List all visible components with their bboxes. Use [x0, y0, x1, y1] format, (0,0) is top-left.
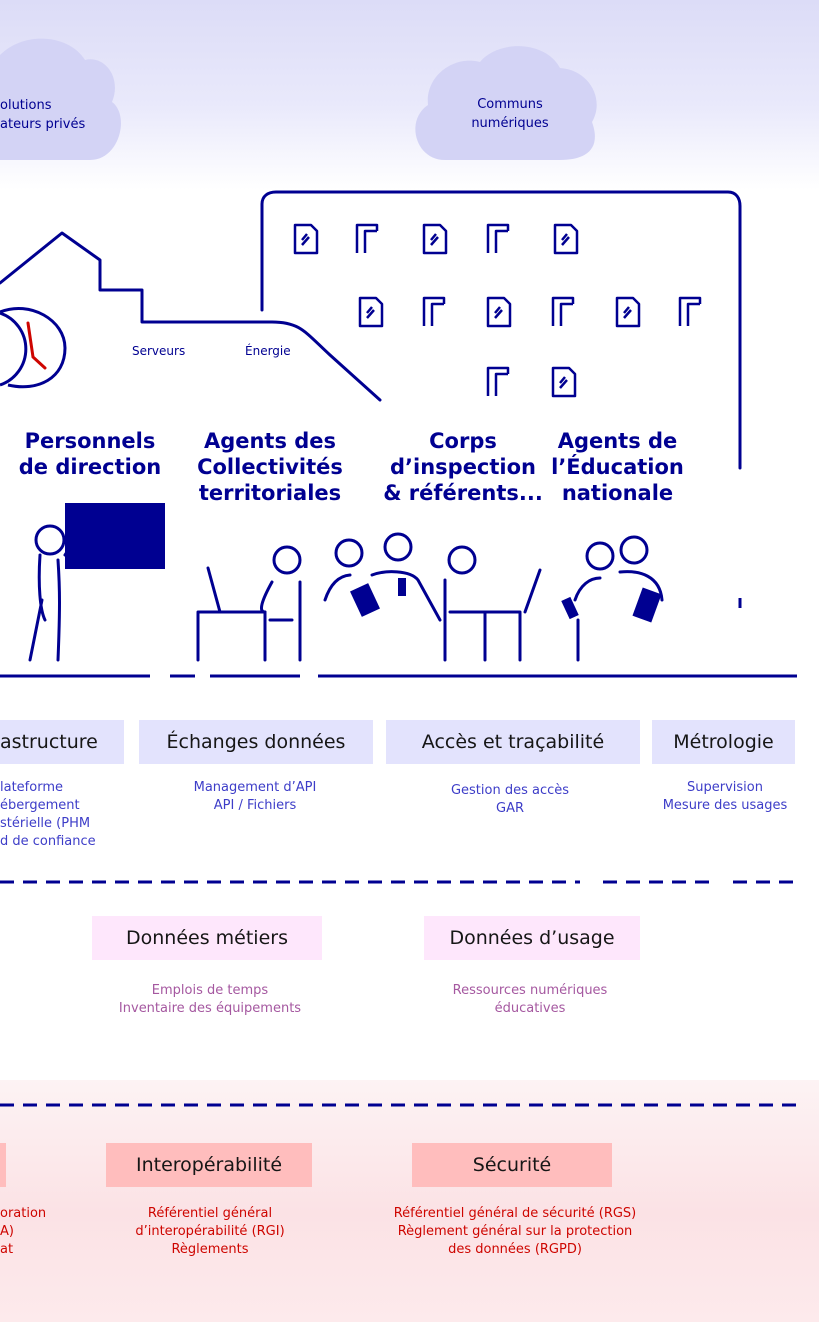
cloud-left-label: olutions ateurs privés: [0, 98, 86, 132]
energy-label: Énergie: [245, 344, 291, 358]
actor-agents-collectivites: Agents des Collectivités territoriales: [197, 429, 343, 505]
actor-agents-education: Agents de l’Éducation nationale: [551, 429, 684, 505]
top-gradient-band: [0, 0, 819, 190]
actor-personnels-direction: Personnels de direction: [18, 429, 162, 479]
school-building-outline: [0, 231, 382, 402]
office-building-outline: [260, 190, 742, 470]
service-echanges-desc: Management d’API API / Fichiers: [193, 780, 317, 813]
donnees-usage-desc: Ressources numériques éducatives: [452, 983, 608, 1016]
interoperabilite-pill: Interopérabilité: [106, 1143, 312, 1187]
securite-pill: Sécurité: [412, 1143, 612, 1187]
securite-desc: Référentiel général de sécurité (RGS) Rè…: [393, 1206, 637, 1257]
windows: [293, 223, 702, 398]
clock-icon: [0, 306, 67, 389]
service-acces-desc: Gestion des accès GAR: [450, 783, 570, 816]
cloud-left-shape: [0, 38, 121, 160]
bottom-gradient-band: [0, 1080, 819, 1322]
servers-label: Serveurs: [132, 344, 186, 358]
donnees-metiers-pill: Données métiers: [92, 916, 322, 960]
service-metrologie-desc: Supervision Mesure des usages: [662, 780, 788, 813]
donnees-metiers-desc: Emplois de temps Inventaire des équipeme…: [118, 983, 302, 1016]
framework-left-desc: oration A) at: [0, 1206, 47, 1257]
framework-left-pill-edge: [0, 1143, 6, 1187]
donnees-usage-pill: Données d’usage: [424, 916, 640, 960]
interoperabilite-desc: Référentiel général d’interopérabilité (…: [135, 1206, 285, 1257]
actor-corps-inspection: Corps d’inspection & référents...: [383, 429, 543, 505]
cloud-right-label: Communs numériques: [471, 97, 549, 131]
service-metrologie-pill: Métrologie: [652, 720, 795, 764]
service-infrastructure-pill: astructure: [0, 720, 124, 764]
service-infrastructure-desc: lateforme ébergement stérielle (PHM d de…: [0, 780, 96, 849]
cloud-right-shape: [415, 46, 597, 160]
service-acces-pill: Accès et traçabilité: [386, 720, 640, 764]
people-figures: [28, 503, 664, 662]
service-echanges-pill: Échanges données: [139, 720, 373, 764]
